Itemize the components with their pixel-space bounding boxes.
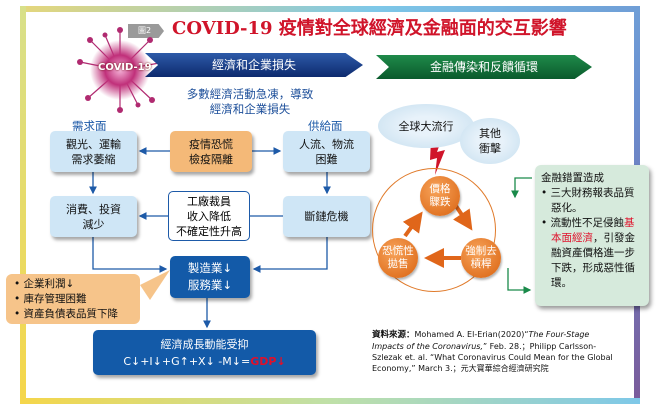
- layoffs-line1: 工廠裁員: [187, 194, 231, 208]
- growth-box: 經濟成長動能受抑 C↓+I↓+G↑+X↓ -M↓=GDP↓: [93, 330, 316, 375]
- growth-title: 經濟成長動能受抑: [160, 337, 249, 351]
- supply-label: 供給面: [308, 119, 343, 133]
- banner-economic-loss: 經濟和企業損失: [145, 53, 363, 77]
- logistics-line2: 困難: [315, 152, 338, 166]
- layoffs-line2: 收入降低: [187, 209, 231, 223]
- source-text1: Mohamed A. El-Erian(2020)“: [414, 330, 529, 339]
- impact-callout: • 企業利潤↓ • 庫存管理困難 • 資產負債表品質下降: [6, 274, 140, 324]
- financial-item: • 流動性不足侵蝕基本面經濟，引發金融資產價格進一步下跌，形成惡性循環。: [541, 216, 643, 291]
- delever-line2: 槓桿: [470, 258, 492, 270]
- cloud-other-shocks: 其他衝擊: [460, 118, 520, 164]
- item2-highlight: 基本面經濟: [551, 217, 635, 244]
- virus-icon: [77, 27, 168, 113]
- source-text2: ” Feb. 28.；Philipp Carlsson-Szlezak et. …: [372, 342, 613, 373]
- panic-line2: 檢疫隔離: [189, 152, 233, 166]
- delever-line1: 強制去: [465, 245, 497, 257]
- cycle-price-drop: 價格驟跌: [420, 176, 460, 216]
- industry-line1: 製造業↓: [187, 261, 233, 275]
- panic-sell-line1: 恐慌性: [382, 245, 414, 257]
- item2-post: ，引發金融資產價格進一步下跌，形成惡性循環。: [551, 232, 635, 289]
- financial-heading: 金融錯置造成: [541, 172, 604, 184]
- cycle-deleverage: 強制去槓桿: [461, 238, 501, 278]
- financial-item: • 三大財務報表品質惡化。: [541, 187, 635, 214]
- tourism-box: 觀光、運輸需求萎縮: [50, 131, 137, 172]
- layoffs-box: 工廠裁員收入降低不確定性升高: [168, 191, 250, 241]
- tourism-line1: 觀光、運輸: [66, 137, 121, 151]
- subtitle: 多數經濟活動急凍，導致 經濟和企業損失: [170, 87, 330, 117]
- figure-title: COVID-19 疫情對全球經濟及金融面的交互影響: [172, 18, 567, 39]
- logistics-line1: 人流、物流: [299, 137, 354, 151]
- frame-bottom-bar: [20, 398, 640, 404]
- logistics-box: 人流、物流困難: [283, 131, 370, 172]
- other-line1: 其他: [479, 127, 501, 140]
- demand-label: 需求面: [72, 119, 107, 133]
- industry-box: 製造業↓ 服務業↓: [170, 256, 250, 298]
- subtitle-line1: 多數經濟活動急凍，導致: [186, 87, 314, 101]
- source-label: 資料來源：: [372, 330, 415, 340]
- figure-tag: 圖2: [128, 24, 164, 38]
- subtitle-line2: 經濟和企業損失: [209, 102, 291, 116]
- frame-left-bar: [20, 6, 26, 404]
- formula-text: C↓+I↓+G↑+X↓ -M↓=: [123, 354, 251, 368]
- panic-sell-line2: 拋售: [387, 258, 409, 270]
- gdp-formula: C↓+I↓+G↑+X↓ -M↓=GDP↓: [123, 353, 285, 370]
- callout-item: • 企業利潤↓: [14, 278, 75, 290]
- cloud-pandemic: 全球大流行: [378, 104, 474, 148]
- consumption-box: 消費、投資減少: [50, 196, 137, 237]
- cycle-panic-selling: 恐慌性拋售: [378, 238, 418, 278]
- other-line2: 衝擊: [479, 142, 501, 155]
- banner-financial-contagion: 金融傳染和反饋循環: [376, 55, 592, 79]
- price-line2: 驟跌: [429, 196, 451, 208]
- panic-line1: 疫情恐慌: [189, 137, 233, 151]
- callout-item: • 資產負債表品質下降: [14, 308, 119, 320]
- source-italic: The Four-Stage Impacts of the Coronaviru…: [372, 330, 590, 351]
- layoffs-line3: 不確定性升高: [176, 224, 242, 238]
- financial-mismatch-box: 金融錯置造成 • 三大財務報表品質惡化。 • 流動性不足侵蝕基本面經濟，引發金融…: [535, 165, 649, 306]
- panic-box: 疫情恐慌檢疫隔離: [170, 131, 252, 172]
- industry-line2: 服務業↓: [187, 278, 233, 292]
- callout-item: • 庫存管理困難: [14, 293, 87, 305]
- gdp-text: GDP↓: [250, 354, 286, 368]
- consumption-line2: 減少: [82, 217, 105, 231]
- virus-label: COVID-19: [98, 62, 152, 73]
- supply-chain-box: 斷鏈危機: [283, 196, 370, 237]
- feedback-cycle-ring: [372, 168, 496, 292]
- source-note: 資料來源：Mohamed A. El-Erian(2020)“The Four-…: [372, 329, 622, 374]
- price-line1: 價格: [429, 183, 451, 195]
- item2-pre: • 流動性不足侵蝕: [541, 217, 625, 229]
- tourism-line2: 需求萎縮: [71, 152, 116, 166]
- consumption-line1: 消費、投資: [66, 202, 121, 216]
